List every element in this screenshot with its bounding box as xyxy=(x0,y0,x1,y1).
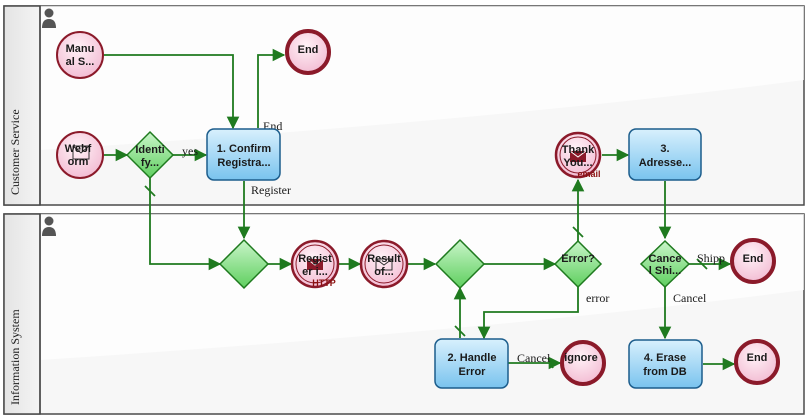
end-event-ignore-label: ignore xyxy=(564,352,598,364)
flow-identify-to-gateway xyxy=(149,178,222,271)
end-event-erase-label: End xyxy=(747,352,768,364)
gateway-merge[interactable] xyxy=(434,238,486,290)
task-erase-line1: 4. Erase xyxy=(644,352,686,364)
event-register-tag: HTTP xyxy=(312,278,336,288)
end-event-top[interactable]: End xyxy=(285,29,331,75)
gateway-error[interactable]: Error? xyxy=(553,239,603,289)
end-event-ignore[interactable]: ignore xyxy=(560,340,606,386)
gateway-register[interactable] xyxy=(218,238,270,290)
envelope-icon xyxy=(72,145,90,160)
task-confirm-line1: 1. Confirm xyxy=(217,143,272,155)
event-thank-you-line2: You... xyxy=(563,157,592,169)
start-event-webform-line2: orm xyxy=(68,156,89,168)
task-address[interactable]: 3. Adresse... xyxy=(628,128,702,181)
event-register-line2: er i... xyxy=(302,266,328,278)
end-event-top-label: End xyxy=(298,44,319,56)
event-register-http[interactable]: Regist er i... HTTP xyxy=(290,239,340,289)
task-erase-from-db[interactable]: 4. Erase from DB xyxy=(628,339,703,389)
gateway-identify-line1: Identi xyxy=(135,144,164,156)
event-thank-you-email[interactable]: Thank You... email xyxy=(554,131,602,179)
pool-label-customer-service: Customer Service xyxy=(8,109,22,195)
start-event-webform-line1: Webf xyxy=(65,143,92,155)
event-result-line1: Result xyxy=(367,253,401,265)
flow-label-yes: yes xyxy=(182,144,198,158)
gateway-error-label: Error? xyxy=(561,253,595,265)
start-event-webform[interactable]: Webf orm xyxy=(56,131,104,179)
flow-label-cancel-small: Cancel xyxy=(517,351,551,365)
start-event-manual[interactable]: Manu al S... xyxy=(56,31,104,79)
default-flow-markers xyxy=(144,185,708,369)
task-confirm-line2: Registra... xyxy=(217,157,270,169)
flow-label-error: error xyxy=(586,291,609,305)
end-event-shipped[interactable]: End xyxy=(730,238,776,284)
event-result-line2: of... xyxy=(374,266,394,278)
flow-label-register: Register xyxy=(251,183,291,197)
end-event-shipped-label: End xyxy=(743,253,764,265)
flow-label-shipped: Shipp xyxy=(697,251,725,265)
person-icon xyxy=(42,8,56,28)
gateway-cancel-shipment[interactable]: Cance l Shi... xyxy=(639,239,691,289)
flow-label-cancel: Cancel xyxy=(673,291,707,305)
task-confirm-registration[interactable]: 1. Confirm Registra... xyxy=(206,128,281,181)
task-handle-line2: Error xyxy=(459,366,487,378)
flow-manual-to-confirm xyxy=(104,54,240,130)
task-erase-line2: from DB xyxy=(643,366,686,378)
pool-customer-service[interactable]: Customer Service xyxy=(3,5,805,206)
person-icon xyxy=(42,216,56,236)
envelope-icon xyxy=(569,150,587,162)
start-event-manual-line1: Manu xyxy=(66,43,95,55)
task-address-line2: Adresse... xyxy=(639,157,692,169)
start-event-manual-line2: al S... xyxy=(66,56,95,68)
event-thank-you-tag: email xyxy=(577,169,600,179)
envelope-icon xyxy=(375,258,393,271)
gateway-cancel-line2: l Shi... xyxy=(649,265,681,277)
end-event-erase[interactable]: End xyxy=(734,339,780,385)
task-handle-line1: 2. Handle xyxy=(448,352,497,364)
gateway-identify-line2: fy... xyxy=(141,157,159,169)
event-result[interactable]: Result of... xyxy=(359,239,409,289)
sequence-flows xyxy=(104,48,736,371)
gateway-identify[interactable]: Identi fy... xyxy=(125,130,175,180)
gateway-cancel-line1: Cance xyxy=(648,253,681,265)
pool-label-information-system: Information System xyxy=(8,309,22,405)
event-register-line1: Regist xyxy=(298,253,332,265)
task-handle-error[interactable]: 2. Handle Error xyxy=(434,338,509,389)
task-address-line1: 3. xyxy=(660,143,669,155)
envelope-icon xyxy=(306,258,324,270)
flow-confirm-to-end xyxy=(257,48,286,128)
event-thank-you-line1: Thank xyxy=(562,144,595,156)
flow-error-to-handle xyxy=(477,287,579,340)
